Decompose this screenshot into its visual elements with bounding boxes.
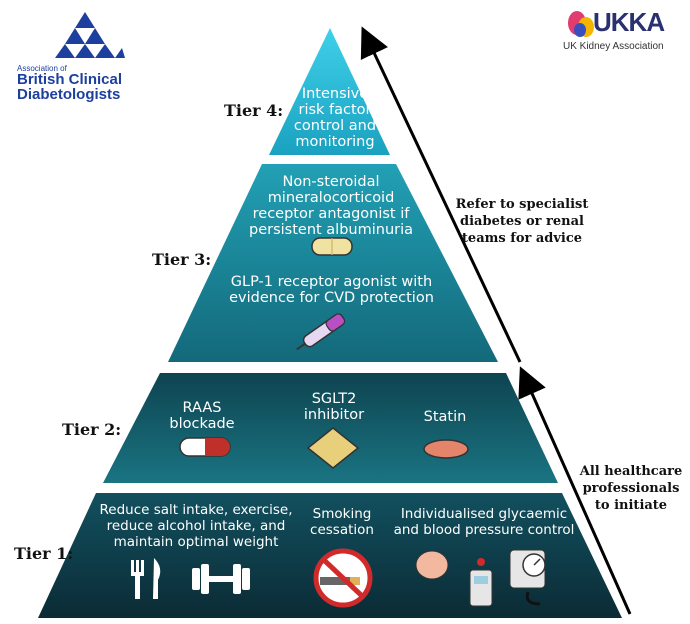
- text-line: professionals: [582, 481, 680, 496]
- tier-4-band: [269, 28, 390, 155]
- ukka-logo-icon: [568, 11, 594, 37]
- oval-tablet-icon: [423, 439, 469, 459]
- tier-4-text: Intensive risk factor control and monito…: [290, 86, 380, 150]
- text-line: All healthcare: [579, 464, 683, 479]
- text-line: reduce alcohol intake, and: [106, 518, 286, 534]
- abcd-logo-line1: British Clinical: [17, 71, 123, 88]
- specialist-referral-note: Refer to specialist diabetes or renal te…: [446, 196, 598, 247]
- dumbbell-icon: [192, 564, 250, 594]
- text-line: risk factor: [298, 102, 372, 118]
- pill-icon: [311, 237, 353, 256]
- tier-3-mra-text: Non-steroidal mineralocorticoid receptor…: [226, 174, 436, 238]
- text-line: Intensive: [301, 86, 369, 102]
- abcd-logo-line2: Diabetologists: [17, 86, 121, 103]
- tier-2-sglt2-text: SGLT2 inhibitor: [298, 391, 370, 423]
- text-line: teams for advice: [461, 231, 583, 246]
- capsule-icon: [179, 437, 231, 457]
- tier-3-glp1-text: GLP-1 receptor agonist with evidence for…: [214, 274, 449, 306]
- text-line: evidence for CVD protection: [229, 290, 434, 306]
- cutlery-icon: [131, 558, 161, 599]
- text-line: Smoking: [312, 506, 372, 522]
- text-line: receptor antagonist if: [252, 206, 410, 222]
- text-line: persistent albuminuria: [248, 222, 414, 238]
- text-line: cessation: [310, 522, 374, 538]
- ukka-logo-text: UKKA: [593, 7, 665, 37]
- text-line: Individualised glycaemic: [400, 506, 568, 522]
- upper-arrow: [360, 26, 522, 363]
- blood-pressure-monitor-icon: [509, 549, 546, 606]
- diamond-tablet-icon: [306, 427, 360, 469]
- all-professionals-note: All healthcare professionals to initiate: [575, 463, 687, 514]
- text-line: maintain optimal weight: [113, 534, 279, 550]
- text-line: SGLT2: [311, 391, 357, 407]
- tier-4-label: Tier 4:: [224, 101, 284, 120]
- tier-3-label: Tier 3:: [152, 250, 212, 269]
- text-line: Non-steroidal: [282, 174, 380, 190]
- text-line: blockade: [169, 416, 235, 432]
- text-line: mineralocorticoid: [267, 190, 395, 206]
- ukka-logo-subtitle: UK Kidney Association: [563, 41, 664, 52]
- tier-3-band: [168, 164, 498, 362]
- tier-1-smoking-text: Smoking cessation: [306, 506, 378, 538]
- text-line: Refer to specialist: [455, 197, 589, 212]
- text-line: GLP-1 receptor agonist with: [230, 274, 433, 290]
- lower-arrow: [518, 366, 632, 615]
- abcd-logo-icon: [55, 12, 125, 58]
- text-line: inhibitor: [303, 407, 365, 423]
- text-line: Statin: [423, 409, 467, 425]
- text-line: control and: [293, 118, 377, 134]
- tier-2-label: Tier 2:: [62, 420, 122, 439]
- text-line: monitoring: [295, 134, 375, 150]
- text-line: and blood pressure control: [393, 522, 575, 538]
- text-line: to initiate: [594, 498, 668, 513]
- text-line: diabetes or renal: [460, 214, 584, 229]
- text-line: Reduce salt intake, exercise,: [99, 502, 293, 518]
- tier-1-lifestyle-text: Reduce salt intake, exercise, reduce alc…: [96, 502, 296, 550]
- tier-2-statin-text: Statin: [410, 409, 480, 425]
- tier-2-raas-text: RAAS blockade: [162, 400, 242, 432]
- glucose-meter-icon: [415, 550, 493, 607]
- text-line: RAAS: [182, 400, 222, 416]
- tier-1-label: Tier 1:: [14, 544, 74, 563]
- tier-1-control-text: Individualised glycaemic and blood press…: [386, 506, 582, 538]
- injection-pen-icon: [296, 313, 346, 351]
- abcd-logo-small-text: Association of: [17, 64, 67, 73]
- no-smoking-icon: [313, 548, 373, 608]
